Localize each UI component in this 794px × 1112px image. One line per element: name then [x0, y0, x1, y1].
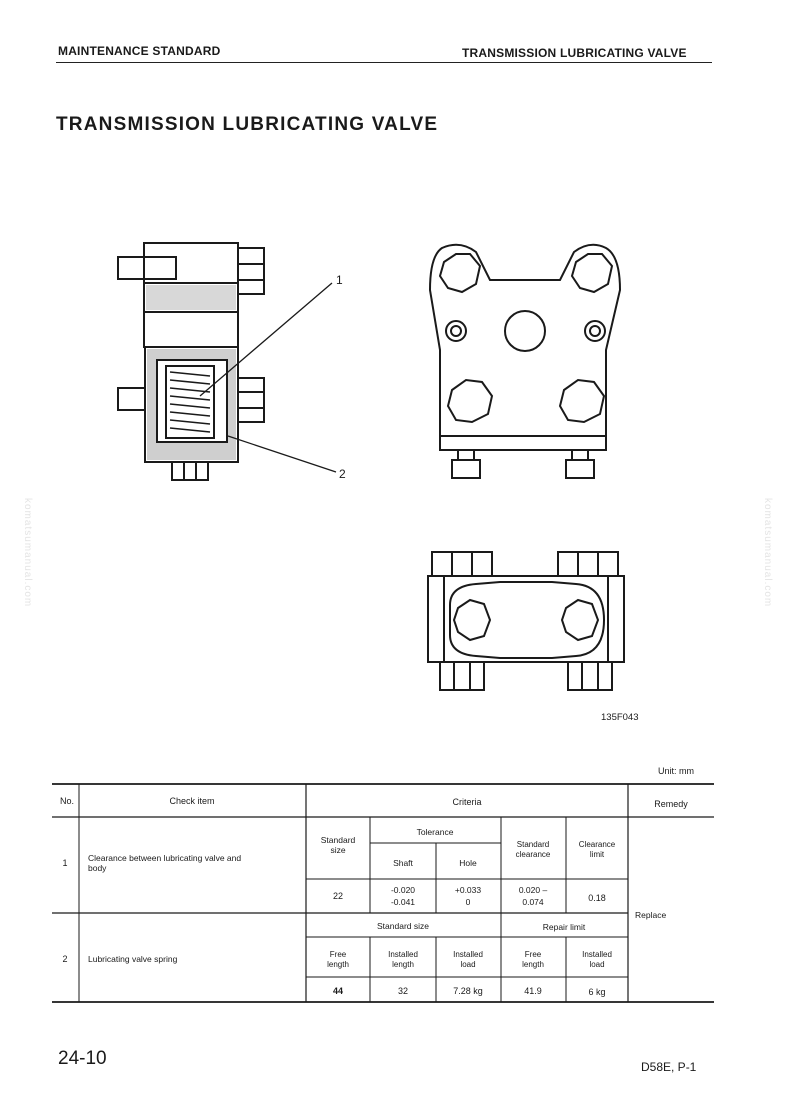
row1-standard-size: 22	[333, 891, 343, 901]
row2-repair-limit-hdr: Repair limit	[543, 922, 586, 932]
section-view	[117, 242, 265, 481]
row1-shaft-hdr: Shaft	[393, 858, 413, 868]
th-remedy: Remedy	[654, 799, 688, 809]
row1-no: 1	[62, 858, 67, 868]
standards-table: No. Check item Criteria Remedy 1 Clearan…	[52, 783, 714, 1003]
header-rule	[56, 62, 712, 63]
front-view	[428, 243, 622, 479]
watermark-right: komatsumanual.com	[762, 498, 773, 608]
row2-no: 2	[62, 954, 67, 964]
header-topic-title: TRANSMISSION LUBRICATING VALVE	[462, 46, 687, 60]
row1-std-clearance-lower: 0.074	[522, 897, 544, 907]
top-view	[427, 551, 625, 691]
row1-std-clearance-upper: 0.020 –	[519, 885, 548, 895]
page-number: 24-10	[58, 1048, 107, 1069]
callout-1: 1	[336, 273, 343, 287]
row2-standard-size-hdr: Standard size	[377, 921, 429, 931]
valve-drawing: 1 2	[117, 242, 625, 691]
row1-tolerance-hdr: Tolerance	[417, 827, 454, 837]
row2-item: Lubricating valve spring	[88, 954, 178, 964]
row2-limit-installed-load: 6 kg	[588, 987, 605, 997]
row2-installed-load: 7.28 kg	[453, 986, 483, 996]
row2-installed-length: 32	[398, 986, 408, 996]
figure-code: 135F043	[601, 712, 639, 723]
th-no: No.	[60, 796, 74, 806]
model-code: D58E, P-1	[641, 1060, 697, 1074]
unit-label: Unit: mm	[658, 766, 694, 776]
callout-2: 2	[339, 467, 346, 481]
row2-free-length: 44	[333, 986, 343, 996]
row1-clearance-limit: 0.18	[588, 893, 606, 903]
th-check-item: Check item	[169, 796, 214, 806]
watermark-left: komatsumanual.com	[22, 498, 33, 608]
page-title: TRANSMISSION LUBRICATING VALVE	[56, 114, 439, 135]
header-section-title: MAINTENANCE STANDARD	[58, 44, 221, 58]
row1-hole-lower: 0	[466, 897, 471, 907]
row1-hole-upper: +0.033	[455, 885, 482, 895]
th-criteria: Criteria	[452, 797, 481, 807]
row2-limit-free-length: 41.9	[524, 986, 542, 996]
callout-leaders	[199, 282, 337, 473]
row1-shaft-lower: -0.041	[391, 897, 415, 907]
remedy-replace: Replace	[635, 910, 666, 920]
row1-shaft-upper: -0.020	[391, 885, 415, 895]
row1-hole-hdr: Hole	[459, 858, 477, 868]
